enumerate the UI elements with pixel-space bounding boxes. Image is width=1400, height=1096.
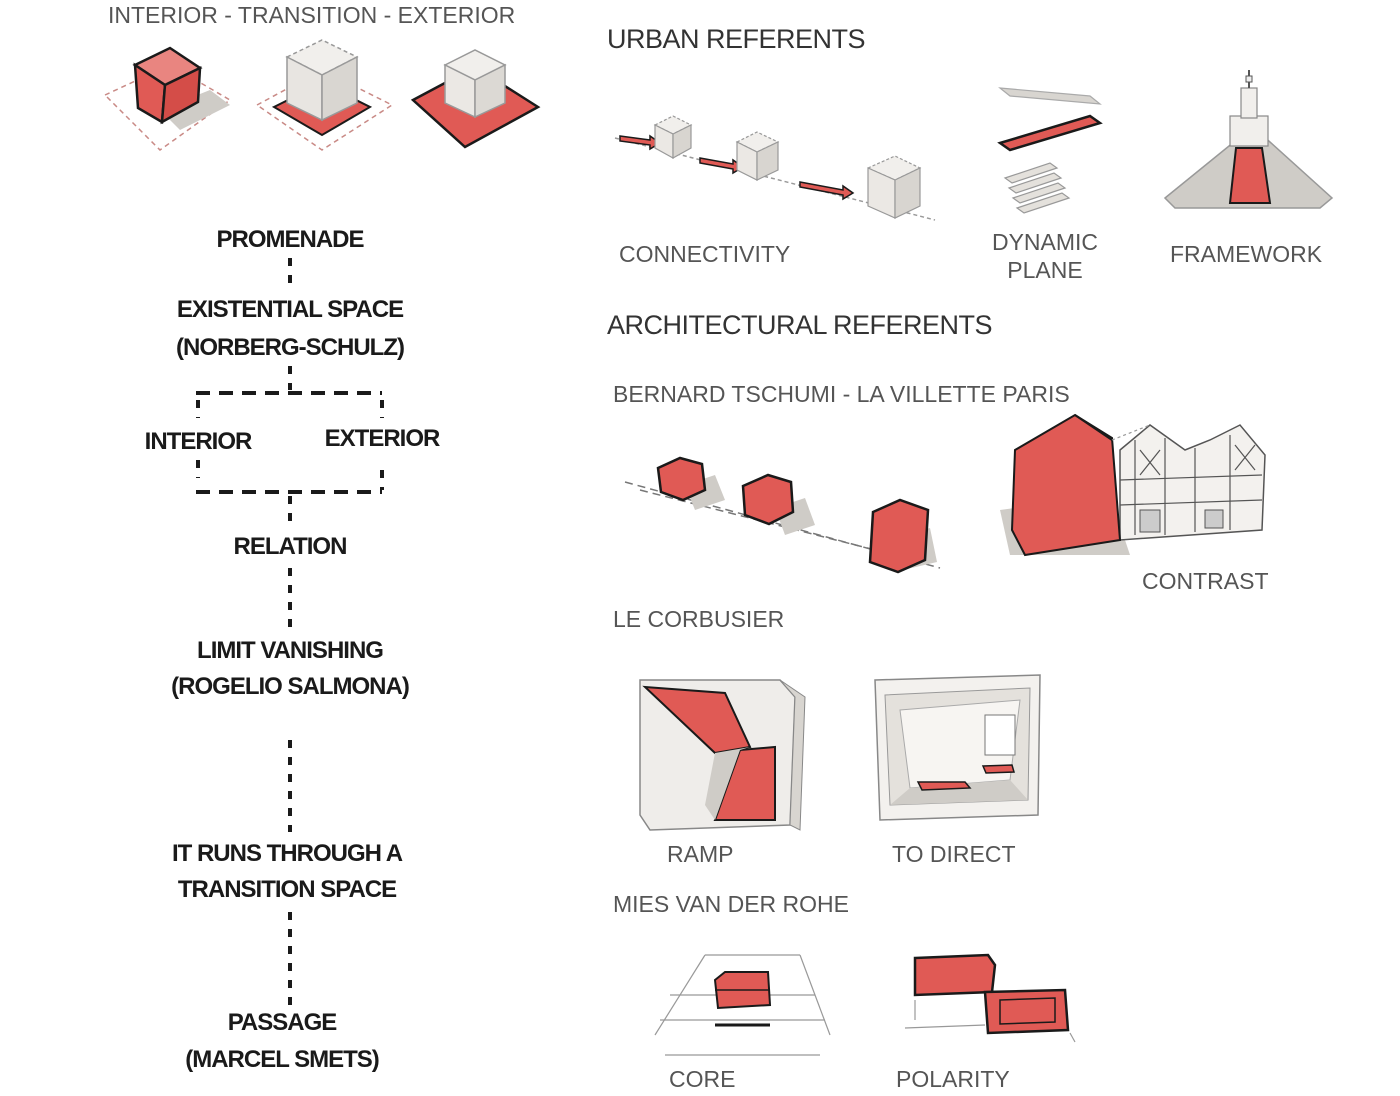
core-diagram — [650, 950, 835, 1060]
connectivity-diagram — [614, 110, 945, 240]
contrast-building-diagram — [1000, 410, 1270, 560]
corbusier-label: LE CORBUSIER — [613, 606, 785, 632]
dynamic-label-line2: PLANE — [1007, 257, 1083, 283]
flow-norberg-schulz: (NORBERG-SCHULZ) — [176, 334, 405, 361]
flow-rogelio-salmona: (ROGELIO SALMONA) — [171, 673, 410, 700]
transition-cube-diagram — [252, 35, 402, 160]
to-direct-diagram — [870, 670, 1050, 830]
flow-passage: PASSAGE — [227, 1009, 338, 1036]
urban-referents-heading: URBAN REFERENTS — [607, 24, 866, 54]
dynamic-label-line1: DYNAMIC — [991, 229, 1099, 255]
flow-promenade: PROMENADE — [216, 226, 364, 253]
transition-title: INTERIOR - TRANSITION - EXTERIOR — [108, 2, 516, 28]
architectural-referents-heading: ARCHITECTURAL REFERENTS — [607, 310, 993, 340]
polarity-diagram — [900, 950, 1080, 1045]
flow-marcel-smets: (MARCEL SMETS) — [185, 1046, 380, 1073]
polarity-label: POLARITY — [896, 1066, 1010, 1092]
flow-interior: INTERIOR — [144, 428, 253, 455]
flow-exterior: EXTERIOR — [324, 425, 441, 452]
tschumi-label: BERNARD TSCHUMI - LA VILLETTE PARIS — [613, 381, 1070, 407]
flow-limit-vanishing: LIMIT VANISHING — [197, 637, 384, 664]
mies-label: MIES VAN DER ROHE — [613, 891, 849, 917]
interior-cube-diagram — [100, 40, 240, 160]
flow-transition-space: TRANSITION SPACE — [177, 876, 397, 903]
core-label: CORE — [669, 1066, 736, 1092]
flow-relation: RELATION — [233, 533, 348, 560]
to-direct-label: TO DIRECT — [892, 841, 1016, 867]
ramp-label: RAMP — [667, 841, 734, 867]
dynamic-plane-diagram — [995, 78, 1105, 228]
flow-runs-through: IT RUNS THROUGH A — [171, 840, 403, 867]
framework-diagram — [1160, 68, 1340, 213]
framework-label: FRAMEWORK — [1170, 241, 1323, 267]
contrast-label: CONTRAST — [1142, 568, 1269, 594]
tschumi-cubes-diagram — [624, 450, 945, 580]
exterior-cube-diagram — [410, 45, 550, 155]
connectivity-label: CONNECTIVITY — [619, 241, 791, 267]
flow-connectors — [196, 258, 384, 1005]
flow-existential-space: EXISTENTIAL SPACE — [176, 296, 404, 323]
ramp-diagram — [639, 675, 806, 835]
